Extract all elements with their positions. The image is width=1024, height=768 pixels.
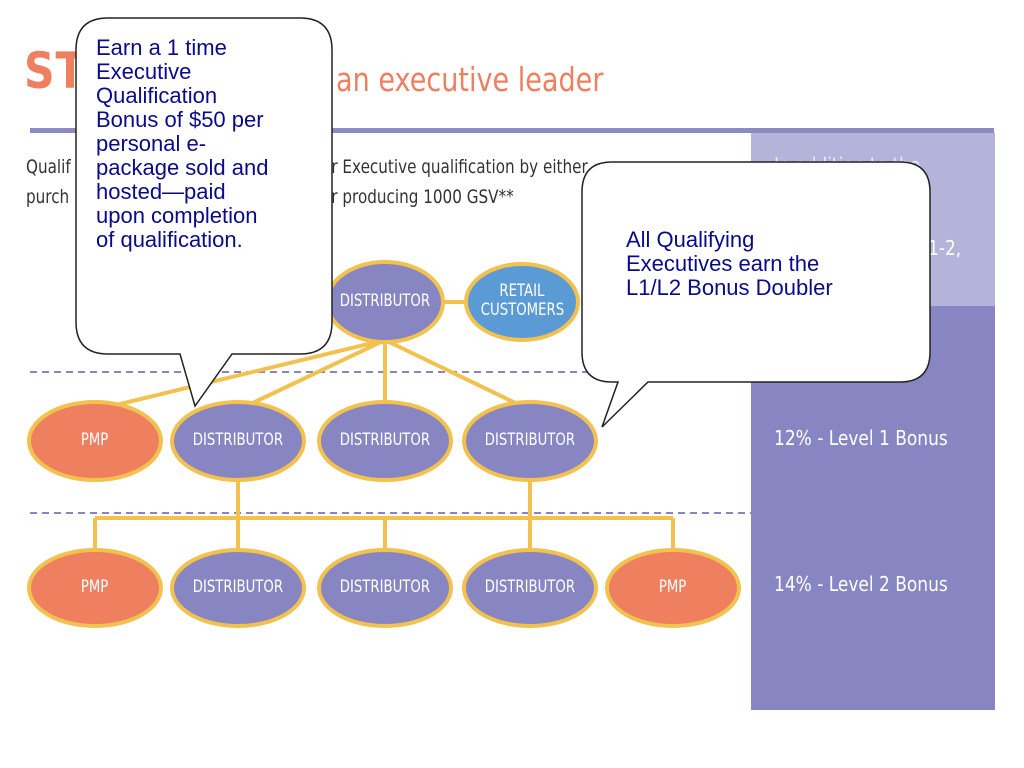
side-panel-level1-bonus: 12% - Level 1 Bonus	[774, 426, 948, 450]
node-retail-customers	[464, 262, 580, 342]
qualify-line1-right: er Executive qualification by either	[322, 156, 588, 178]
node-label-row2-pmp-1: PMP	[81, 577, 109, 597]
callout-right-line: Executives earn the	[626, 251, 820, 276]
side-panel-level2-bonus: 14% - Level 2 Bonus	[774, 572, 948, 596]
node-row1-distributor-3	[462, 400, 598, 482]
callout-left-text: Earn a 1 time Executive Qualification Bo…	[96, 36, 328, 252]
node-row1-pmp	[27, 400, 163, 482]
slide-title-prefix: ST	[24, 42, 86, 100]
side-panel-intro-line2: 1-2,	[928, 236, 962, 260]
callout-left-line: of qualification.	[96, 227, 243, 252]
node-label-row1-dist-3: DISTRIBUTOR	[484, 430, 576, 450]
node-row2-distributor-2	[317, 548, 453, 628]
node-label-row2-dist-3: DISTRIBUTOR	[484, 577, 576, 597]
qualify-line2-left: purch	[26, 186, 70, 208]
callout-left-line: personal e-	[96, 131, 207, 156]
callout-left-line: Earn a 1 time	[96, 35, 227, 60]
callout-right-line: L1/L2 Bonus Doubler	[626, 275, 833, 300]
qualify-line1-left: Qualif	[26, 156, 71, 178]
node-row2-distributor-3	[462, 548, 598, 628]
node-label-row1-pmp: PMP	[81, 430, 109, 450]
node-row2-distributor-1	[170, 548, 306, 628]
callout-left-line: Executive	[96, 59, 192, 84]
callout-left-line: package sold and	[96, 155, 269, 180]
callout-left-line: Qualification	[96, 83, 218, 108]
node-label-row2-dist-2: DISTRIBUTOR	[339, 577, 431, 597]
callout-left-bubble	[75, 17, 333, 408]
callout-left-line: Bonus of $50 per	[96, 107, 264, 132]
title-divider	[30, 128, 994, 133]
slide-title-suffix: an executive leader	[336, 60, 604, 99]
node-label-row2-dist-1: DISTRIBUTOR	[192, 577, 284, 597]
node-label-row1-dist-2: DISTRIBUTOR	[339, 430, 431, 450]
callout-left-line: upon completion	[96, 203, 258, 228]
callout-right-line: All Qualifying	[626, 227, 755, 252]
node-label-root: DISTRIBUTOR	[339, 291, 431, 311]
connector-root-dist3	[384, 338, 531, 412]
callout-left-line: hosted—paid	[96, 179, 226, 204]
qualify-line2-right: or producing 1000 GSV**	[322, 186, 514, 208]
node-row1-distributor-2	[317, 400, 453, 482]
node-label-row2-pmp-2: PMP	[659, 577, 687, 597]
callout-right-bubble	[581, 161, 931, 428]
callout-right-text: All Qualifying Executives earn the L1/L2…	[626, 228, 924, 300]
node-row2-pmp-1	[27, 548, 163, 628]
connector-root-pmp1	[94, 338, 386, 412]
node-row2-pmp-2	[605, 548, 741, 628]
connector-root-dist1	[237, 338, 386, 412]
node-label-row1-dist-1: DISTRIBUTOR	[192, 430, 284, 450]
node-row1-distributor-1	[170, 400, 306, 482]
